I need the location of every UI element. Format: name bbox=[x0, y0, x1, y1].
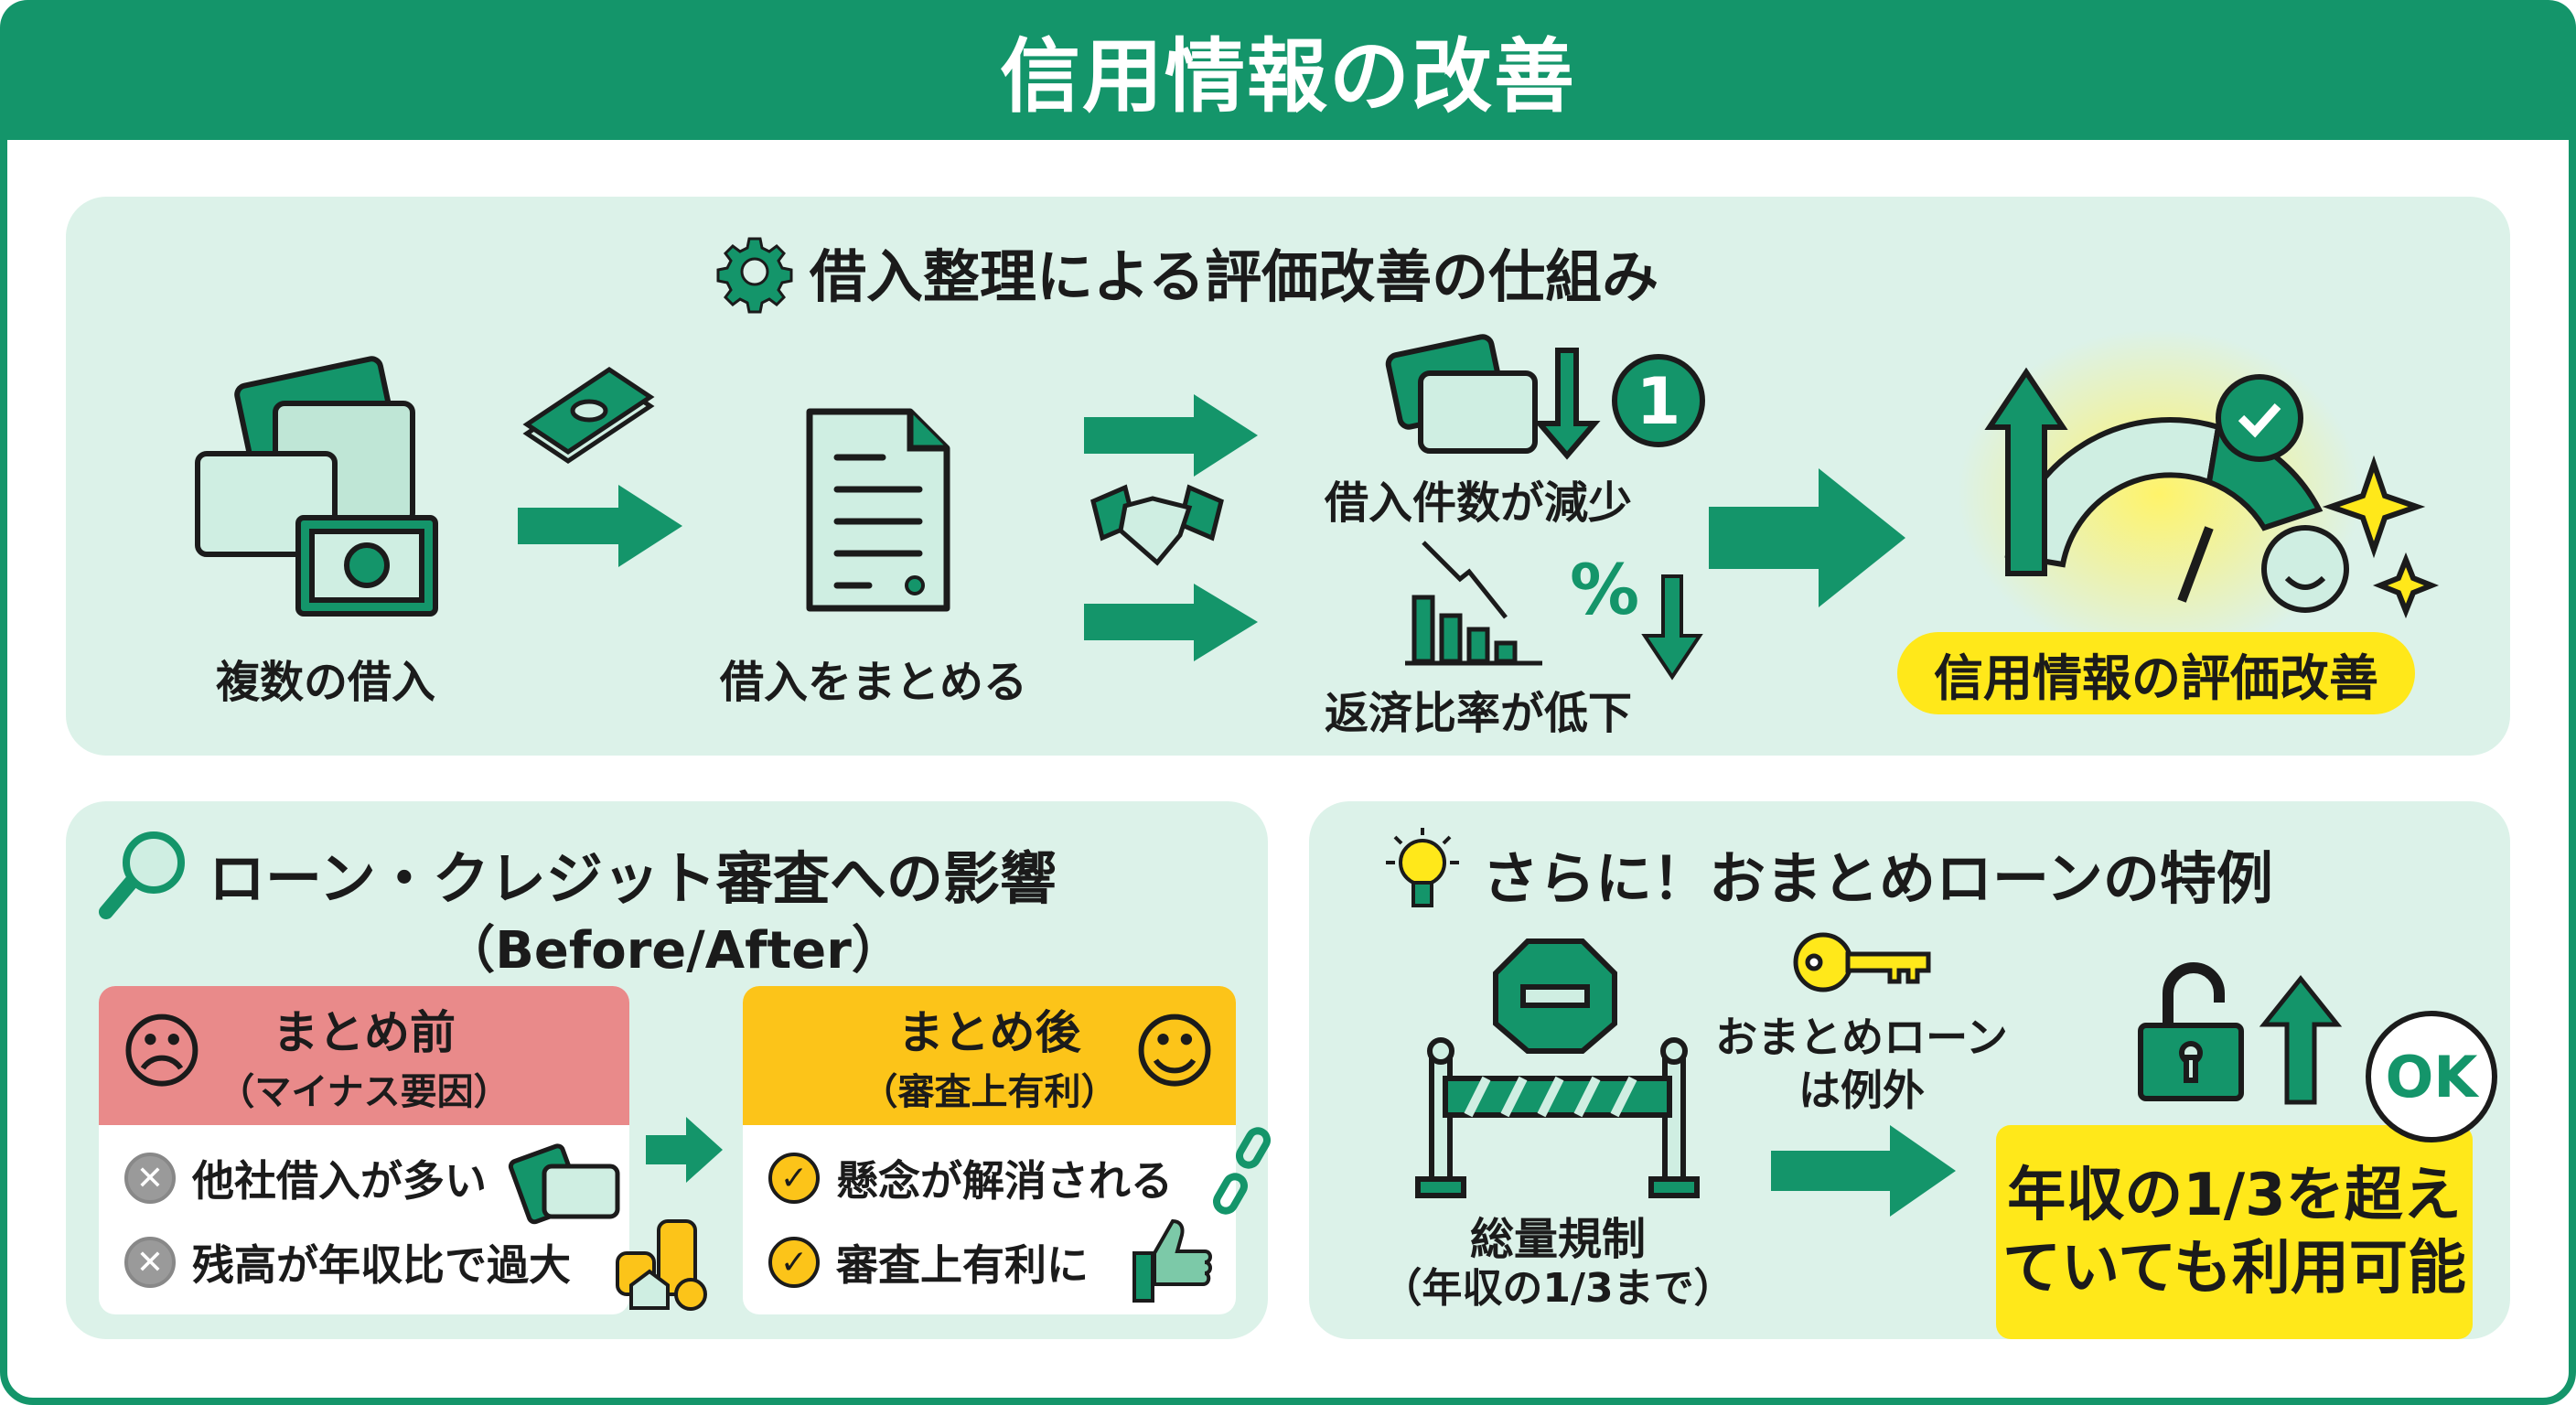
result-box: 年収の1/3を超え ていても利用可能 bbox=[1996, 1125, 2473, 1339]
result-line-2: ていても利用可能 bbox=[2002, 1235, 2466, 1303]
magnifier-icon bbox=[99, 831, 185, 919]
broken-chain-icon bbox=[1213, 1127, 1271, 1215]
mechanism-title: 借入整理による評価改善の仕組み bbox=[716, 231, 1659, 314]
arrow-right-icon bbox=[1084, 394, 1258, 477]
after-item: ✓ 懸念が解消される bbox=[743, 1136, 1236, 1220]
arrow-down-icon bbox=[1641, 574, 1703, 681]
arrow-right-icon bbox=[1771, 1125, 1956, 1217]
card-decrease-icon bbox=[1385, 334, 1705, 460]
stop-barrier-icon bbox=[1415, 938, 1700, 1198]
percent-symbol: % bbox=[1570, 549, 1640, 630]
bar-chart-decline-icon bbox=[1405, 541, 1542, 666]
arrow-right-icon bbox=[518, 485, 682, 567]
before-item-text: 残高が年収比で過大 bbox=[192, 1240, 571, 1290]
after-card: ☺ まとめ後 （審査上有利） ✓ 懸念が解消される ✓ 審査上有利に bbox=[743, 986, 1236, 1314]
unlocked-padlock-icon bbox=[2138, 962, 2244, 1101]
x-icon: ✕ bbox=[124, 1237, 176, 1288]
money-stack-icon bbox=[522, 366, 655, 465]
smile-face-icon: ☺ bbox=[1132, 1004, 1218, 1100]
regulation-label: 総量規制 bbox=[1469, 1214, 1647, 1265]
step-consolidate-label: 借入をまとめる bbox=[719, 657, 1028, 708]
check-icon: ✓ bbox=[768, 1237, 820, 1288]
check-icon: ✓ bbox=[768, 1153, 820, 1204]
arrow-right-icon bbox=[1084, 584, 1258, 661]
step-fewer-loans-label: 借入件数が減少 bbox=[1324, 477, 1633, 529]
sad-face-icon: ☹ bbox=[119, 1004, 205, 1100]
handshake-icon bbox=[1090, 484, 1224, 566]
page-title: 信用情報の改善 bbox=[999, 29, 1576, 123]
big-arrow-right-icon bbox=[1709, 468, 1905, 607]
after-item-text: 懸念が解消される bbox=[836, 1156, 1173, 1206]
header-banner: 信用情報の改善 bbox=[0, 0, 2576, 140]
credit-score-gauge-icon bbox=[1984, 367, 2440, 619]
exception-title-text: さらに！おまとめローンの特例 bbox=[1482, 845, 2273, 912]
before-item-text: 他社借入が多い bbox=[192, 1156, 487, 1206]
count-one-badge: 1 bbox=[1636, 364, 1681, 439]
exception-title: さらに！おまとめローンの特例 bbox=[1381, 828, 2273, 919]
credit-card-icon bbox=[508, 1143, 620, 1225]
step-ratio-down-label: 返済比率が低下 bbox=[1324, 688, 1633, 739]
regulation-note: （年収の1/3まで） bbox=[1381, 1265, 1734, 1312]
omatome-label-1: おまとめローン bbox=[1715, 1013, 2008, 1062]
credit-cards-cash-icon bbox=[195, 356, 438, 617]
impact-title-text: ローン・クレジット審査への影響 bbox=[209, 845, 1057, 912]
gear-icon bbox=[716, 237, 793, 314]
result-credit-improvement-label: 信用情報の評価改善 bbox=[1897, 632, 2415, 714]
mechanism-title-text: 借入整理による評価改善の仕組み bbox=[810, 243, 1659, 310]
arrow-right-icon bbox=[646, 1117, 723, 1183]
light-bulb-icon bbox=[1386, 828, 1459, 907]
before-title: まとめ前 bbox=[273, 1006, 456, 1059]
omatome-label-2: は例外 bbox=[1798, 1066, 1925, 1115]
after-subtitle: （審査上有利） bbox=[861, 1071, 1118, 1113]
key-icon bbox=[1793, 932, 1931, 992]
arrow-up-icon bbox=[2259, 974, 2343, 1105]
thumbs-up-icon bbox=[1132, 1218, 1212, 1303]
ok-badge: OK bbox=[2366, 1011, 2497, 1142]
before-subtitle: （マイナス要因） bbox=[218, 1071, 510, 1113]
after-item-text: 審査上有利に bbox=[836, 1240, 1089, 1290]
impact-title: ローン・クレジット審査への影響 bbox=[99, 828, 1057, 919]
coins-house-icon bbox=[616, 1219, 707, 1311]
before-item: ✕ 他社借入が多い bbox=[99, 1136, 629, 1220]
result-line-1: 年収の1/3を超え bbox=[2007, 1162, 2462, 1229]
after-title: まとめ後 bbox=[897, 1006, 1081, 1059]
document-icon bbox=[806, 408, 950, 612]
step-multiple-loans-label: 複数の借入 bbox=[215, 657, 436, 708]
before-item: ✕ 残高が年収比で過大 bbox=[99, 1220, 629, 1304]
after-item: ✓ 審査上有利に bbox=[743, 1220, 1236, 1304]
impact-subtitle: （Before/After） bbox=[444, 921, 903, 981]
x-icon: ✕ bbox=[124, 1153, 176, 1204]
